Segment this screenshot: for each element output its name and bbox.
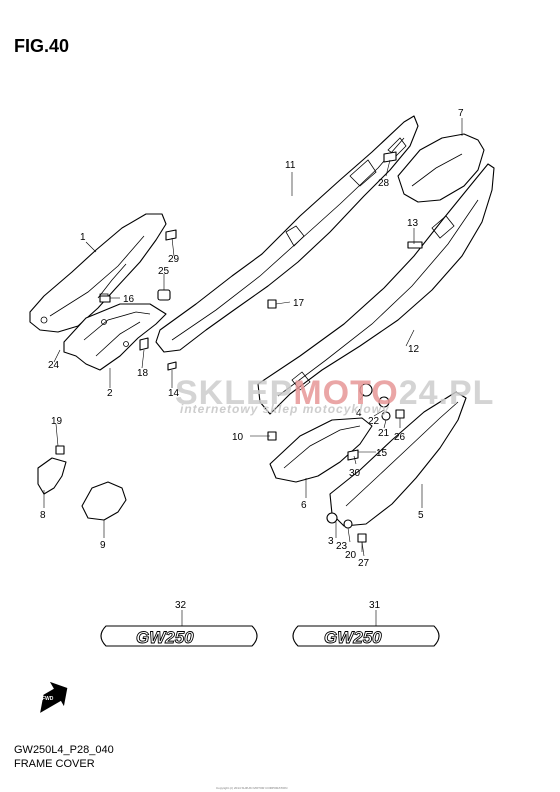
callout-22: 22 — [368, 416, 380, 427]
part-8-plate[interactable] — [37, 457, 67, 495]
decal-31-right[interactable]: GW250 — [292, 625, 440, 647]
figure-subtitle: FRAME COVER — [14, 758, 95, 770]
callout-26: 26 — [394, 432, 406, 443]
callout-31: 31 — [369, 600, 381, 611]
part-6-side-cover[interactable] — [269, 417, 373, 483]
callout-6: 6 — [301, 500, 307, 511]
callout-10: 10 — [232, 432, 244, 443]
decal-32-text: GW250 — [136, 628, 194, 647]
decal-32-left[interactable]: GW250 — [100, 625, 258, 647]
callout-labels: 1 2 3 4 5 6 7 8 9 10 11 12 13 14 15 16 1… — [40, 108, 464, 611]
watermark-part-3: 24.PL — [398, 374, 495, 412]
callout-11: 11 — [285, 160, 296, 171]
figure-title: FIG.40 — [14, 36, 70, 56]
watermark-part-1: SKLEP — [175, 374, 294, 412]
callout-16: 16 — [123, 294, 135, 305]
copyright-note: Copyright (c) 2014 SUZUKI MOTOR CORPORAT… — [216, 786, 288, 790]
callout-29: 29 — [168, 254, 180, 265]
callout-25: 25 — [158, 266, 170, 277]
leader-lines — [43, 118, 463, 626]
callout-15: 15 — [376, 448, 388, 459]
callout-8: 8 — [40, 510, 46, 521]
part-2-bracket[interactable] — [63, 303, 167, 371]
callout-5: 5 — [418, 510, 424, 521]
callout-17: 17 — [293, 298, 305, 309]
callout-23: 23 — [336, 541, 348, 552]
callout-24: 24 — [48, 360, 60, 371]
part-11-rear-frame-cover-left[interactable] — [155, 115, 419, 353]
watermark-part-2: MOTO — [293, 374, 399, 412]
fwd-label: FWD — [42, 696, 54, 702]
callout-27: 27 — [358, 558, 370, 569]
callout-21: 21 — [378, 428, 390, 439]
callout-1: 1 — [80, 232, 86, 243]
callout-13: 13 — [407, 218, 419, 229]
fwd-arrow-icon: FWD — [40, 681, 68, 713]
callout-3: 3 — [328, 536, 334, 547]
figure-code: GW250L4_P28_040 — [14, 744, 114, 756]
callout-7: 7 — [458, 108, 464, 119]
callout-20: 20 — [345, 550, 357, 561]
part-9-plate[interactable] — [81, 481, 127, 521]
callout-12: 12 — [408, 344, 420, 355]
callout-32: 32 — [175, 600, 187, 611]
callout-2: 2 — [107, 388, 113, 399]
callout-30: 30 — [349, 468, 361, 479]
hardware-items — [55, 151, 423, 543]
part-1-left-frame-cover[interactable] — [29, 213, 167, 333]
callout-28: 28 — [378, 178, 390, 189]
callout-4: 4 — [356, 408, 362, 419]
part-7-rear-upper-cover[interactable] — [397, 133, 485, 203]
callout-18: 18 — [137, 368, 149, 379]
callout-9: 9 — [100, 540, 106, 551]
watermark-subtext: internetowy sklep motocyklowy — [180, 402, 390, 416]
callout-14: 14 — [168, 388, 180, 399]
callout-19: 19 — [51, 416, 63, 427]
watermark-text: SKLEPMOTO24.PL — [175, 374, 494, 413]
part-12-rear-frame-cover-right[interactable] — [257, 163, 495, 415]
decal-31-text: GW250 — [324, 628, 382, 647]
